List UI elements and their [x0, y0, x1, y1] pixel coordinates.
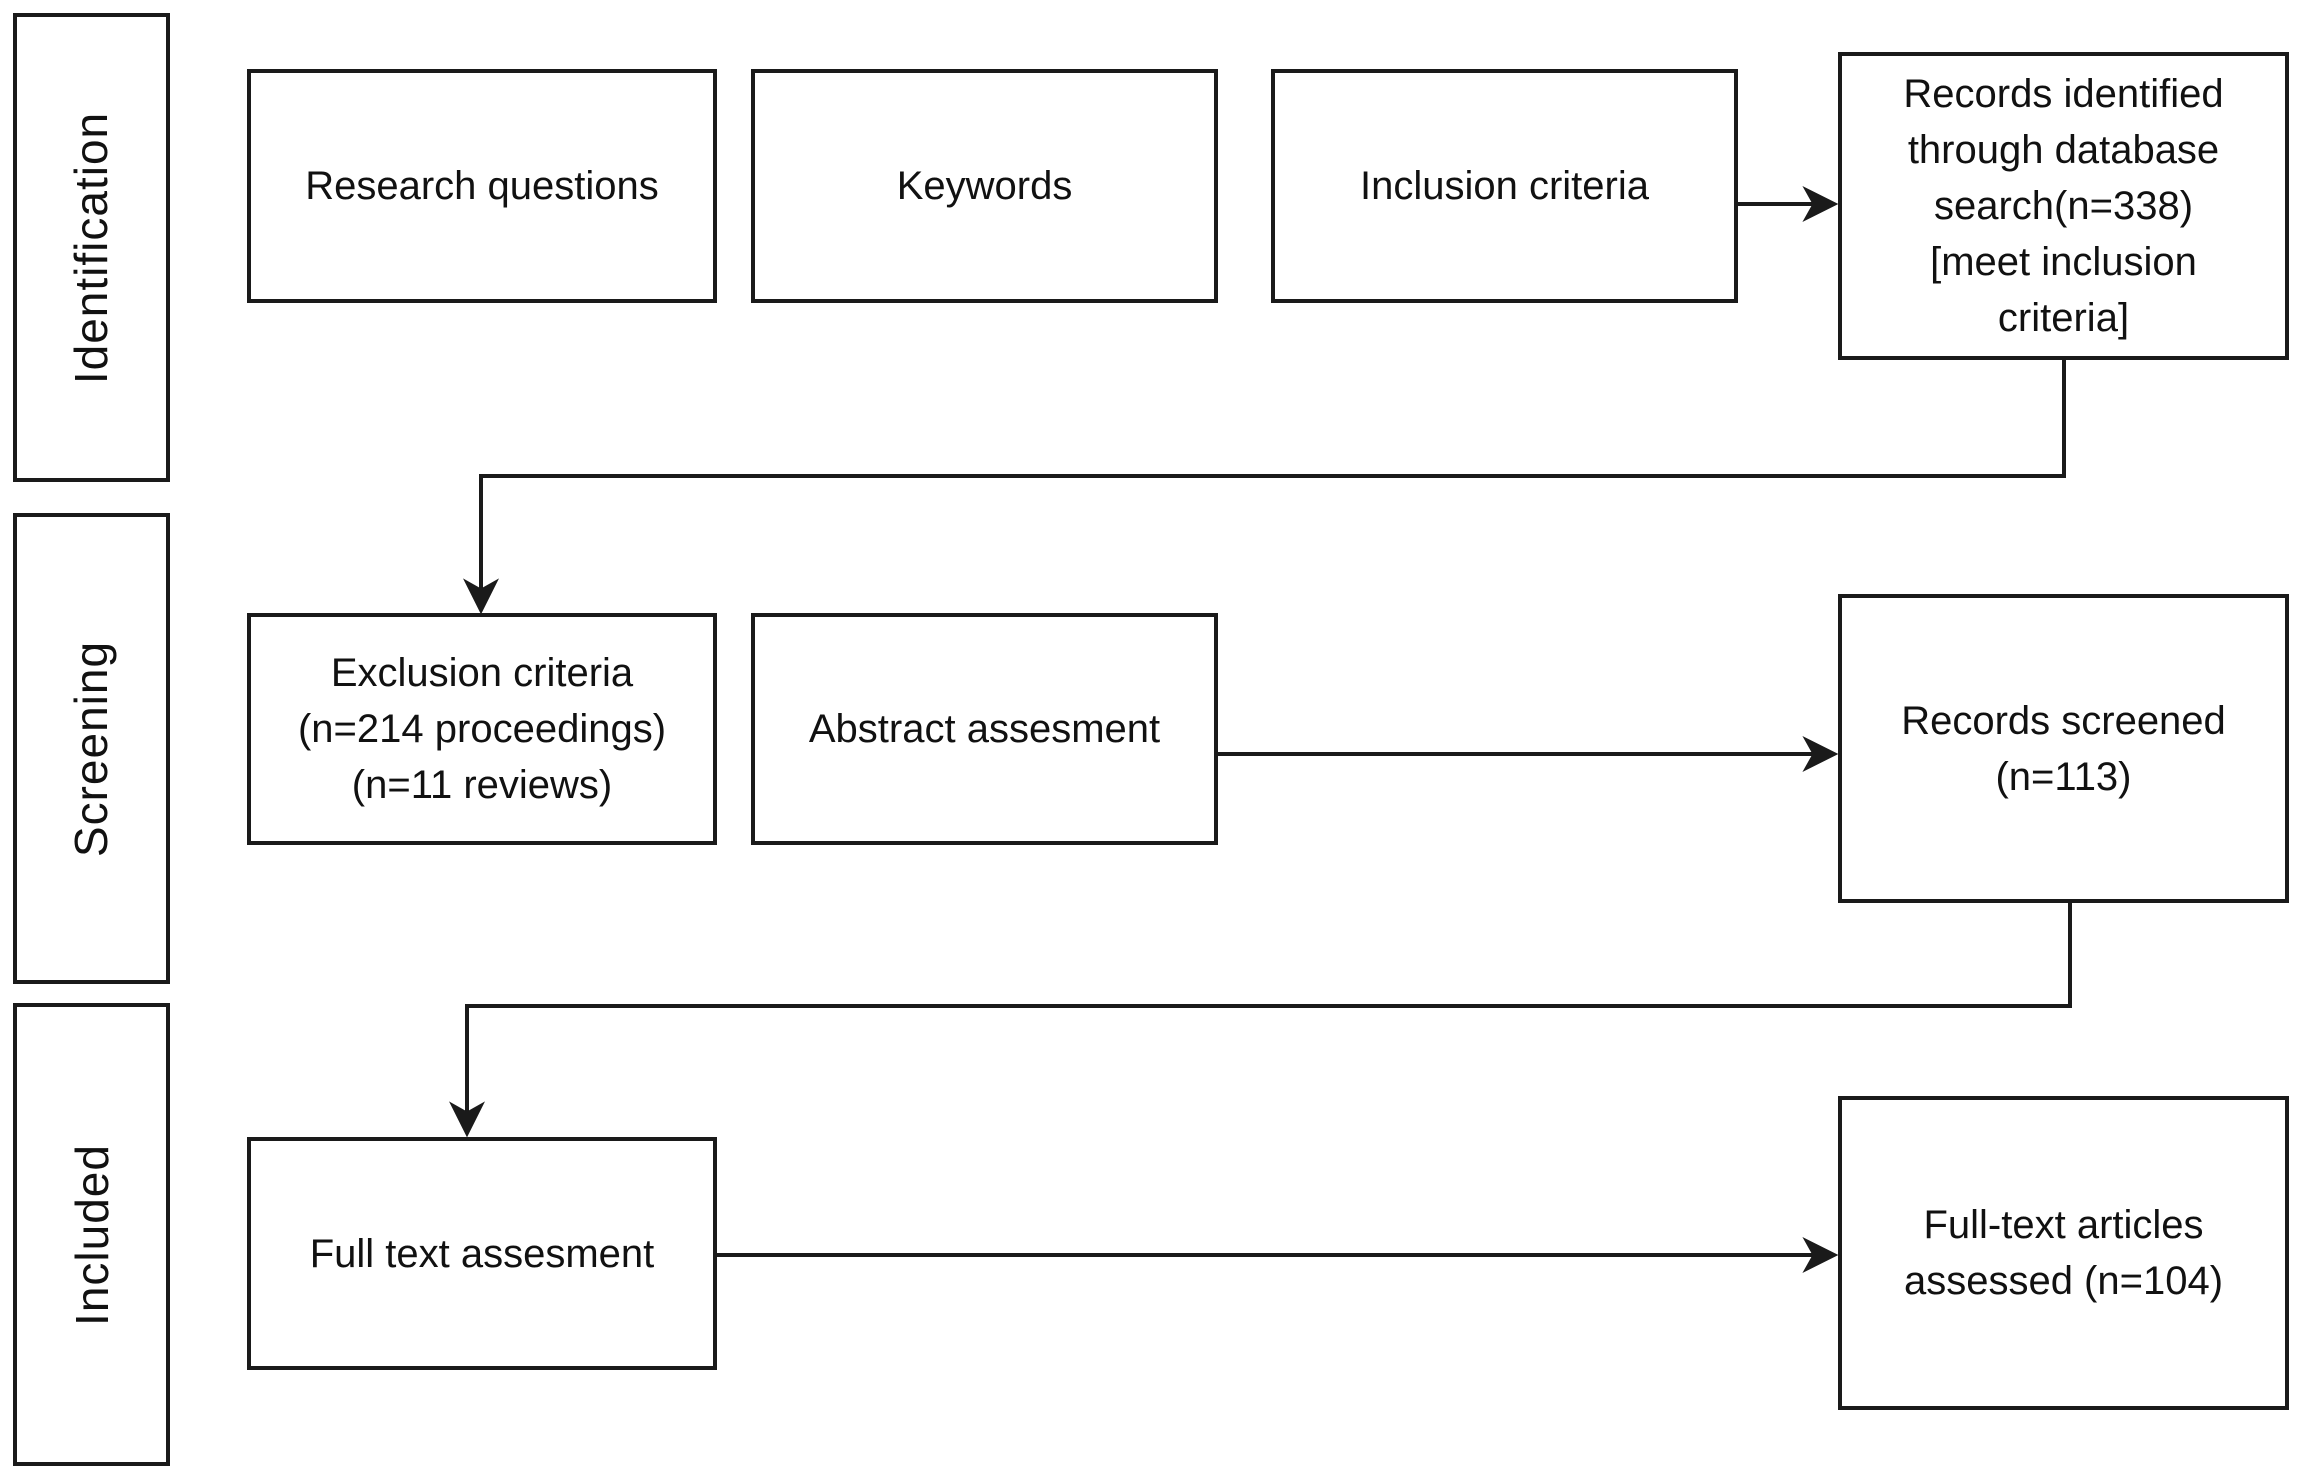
box-line: Full-text articles: [1923, 1203, 2204, 1247]
connector-records-screened-to-full-text-assessment: [449, 903, 2072, 1138]
box-line: through database: [1907, 128, 2220, 172]
stage-box-included: Included: [13, 1003, 170, 1466]
box-keywords: Keywords: [751, 69, 1218, 303]
box-abstract-assessment: Abstract assesment: [751, 613, 1218, 845]
box-line: Records identified: [1903, 72, 2224, 116]
box-exclusion-criteria: Exclusion criteria (n=214 proceedings) (…: [247, 613, 717, 845]
box-line: Research questions: [305, 164, 659, 208]
stage-box-identification: Identification: [13, 13, 170, 482]
connector-records-identified-to-exclusion-criteria: [463, 360, 2066, 615]
box-line: Keywords: [896, 164, 1073, 208]
box-line: (n=11 reviews): [351, 763, 613, 807]
box-research-questions: Research questions: [247, 69, 717, 303]
stage-label-identification: Identification: [65, 111, 118, 384]
box-line: (n=113): [1995, 754, 2132, 799]
box-line: Inclusion criteria: [1359, 164, 1649, 208]
box-line: [meet inclusion: [1930, 240, 2197, 284]
box-full-text-assessment: Full text assesment: [247, 1137, 717, 1370]
box-line: assessed (n=104): [1903, 1259, 2224, 1303]
box-line: criteria]: [1997, 296, 2130, 340]
box-line: search(n=338): [1933, 184, 2194, 228]
stage-box-screening: Screening: [13, 513, 170, 984]
box-inclusion-criteria: Inclusion criteria: [1271, 69, 1738, 303]
box-line: Records screened: [1901, 698, 2226, 743]
stage-label-included: Included: [65, 1143, 118, 1326]
box-records-screened: Records screened (n=113): [1838, 594, 2289, 903]
box-line: Exclusion criteria: [330, 651, 634, 695]
box-line: Full text assesment: [309, 1231, 655, 1276]
box-line: (n=214 proceedings): [297, 707, 667, 751]
stage-label-screening: Screening: [65, 640, 118, 857]
box-full-text-articles: Full-text articles assessed (n=104): [1838, 1096, 2289, 1410]
box-line: Abstract assesment: [808, 707, 1161, 751]
box-records-identified: Records identified through database sear…: [1838, 52, 2289, 360]
